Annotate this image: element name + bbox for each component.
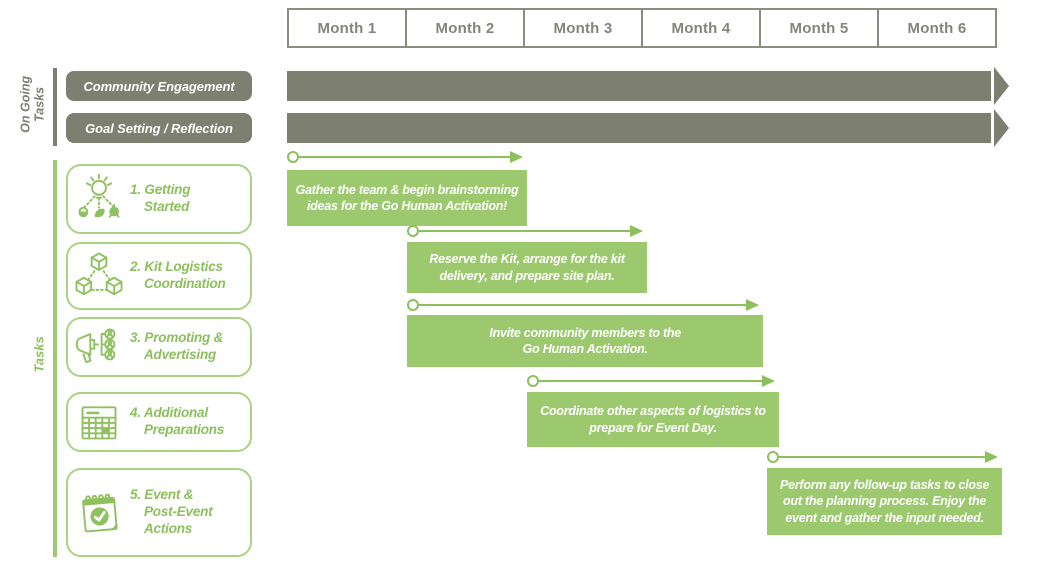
ongoing-task-arrow-icon — [994, 109, 1009, 147]
month-header-cell-1: Month 1 — [287, 8, 407, 48]
bar-arrow-line — [418, 230, 632, 232]
month-header-cell-3: Month 3 — [523, 8, 643, 48]
ongoing-task-bar — [287, 113, 991, 143]
bar-arrow-head-icon — [985, 451, 999, 463]
bar-arrow-line — [538, 380, 764, 382]
bar-arrow-head-icon — [746, 299, 760, 311]
tasks-section-label: Tasks — [31, 336, 47, 373]
month-header-cell-2: Month 2 — [405, 8, 525, 48]
gantt-bar-2: Reserve the Kit, arrange for the kit del… — [407, 242, 647, 293]
bar-arrow-head-icon — [762, 375, 775, 387]
megaphone-icon — [68, 321, 130, 373]
calendar-grid-icon — [68, 396, 130, 448]
ongoing-section-label: On Going Tasks — [18, 75, 47, 133]
month-header-cell-4: Month 4 — [641, 8, 761, 48]
bar-arrow-line — [418, 304, 749, 306]
task-box-1: 1. Getting Started — [66, 164, 252, 234]
ongoing-rail-line — [53, 68, 57, 146]
gantt-bar-3: Invite community members to the Go Human… — [407, 315, 764, 367]
bar-arrow-head-icon — [630, 225, 643, 237]
tasks-rail-line — [53, 160, 57, 557]
bar-arrow-line — [298, 156, 512, 158]
task-box-4: 4. Additional Preparations — [66, 392, 252, 452]
gantt-bar-1: Gather the team & begin brainstorming id… — [287, 170, 527, 226]
ongoing-task-bar — [287, 71, 991, 101]
ongoing-task-pill: Community Engagement — [66, 71, 252, 101]
cubes-icon — [68, 250, 130, 302]
task-label: 3. Promoting & Advertising — [130, 330, 224, 362]
month-header-cell-5: Month 5 — [759, 8, 879, 48]
task-box-5: 5. Event & Post-Event Actions — [66, 468, 252, 557]
task-label: 2. Kit Logistics Coordination — [130, 259, 226, 291]
task-label: 4. Additional Preparations — [130, 405, 225, 437]
gantt-bar-4: Coordinate other aspects of logistics to… — [527, 392, 779, 447]
task-label: 5. Event & Post-Event Actions — [130, 487, 213, 536]
brainstorm-icon — [68, 173, 130, 225]
ongoing-task-pill: Goal Setting / Reflection — [66, 113, 252, 143]
bar-arrow-head-icon — [510, 151, 523, 163]
task-label: 1. Getting Started — [130, 182, 191, 214]
calendar-check-icon — [68, 487, 130, 539]
task-box-3: 3. Promoting & Advertising — [66, 317, 252, 377]
bar-arrow-line — [778, 456, 988, 458]
task-box-2: 2. Kit Logistics Coordination — [66, 242, 252, 310]
ongoing-task-arrow-icon — [994, 67, 1009, 105]
month-header-cell-6: Month 6 — [877, 8, 997, 48]
gantt-bar-5: Perform any follow-up tasks to close out… — [767, 468, 1003, 535]
